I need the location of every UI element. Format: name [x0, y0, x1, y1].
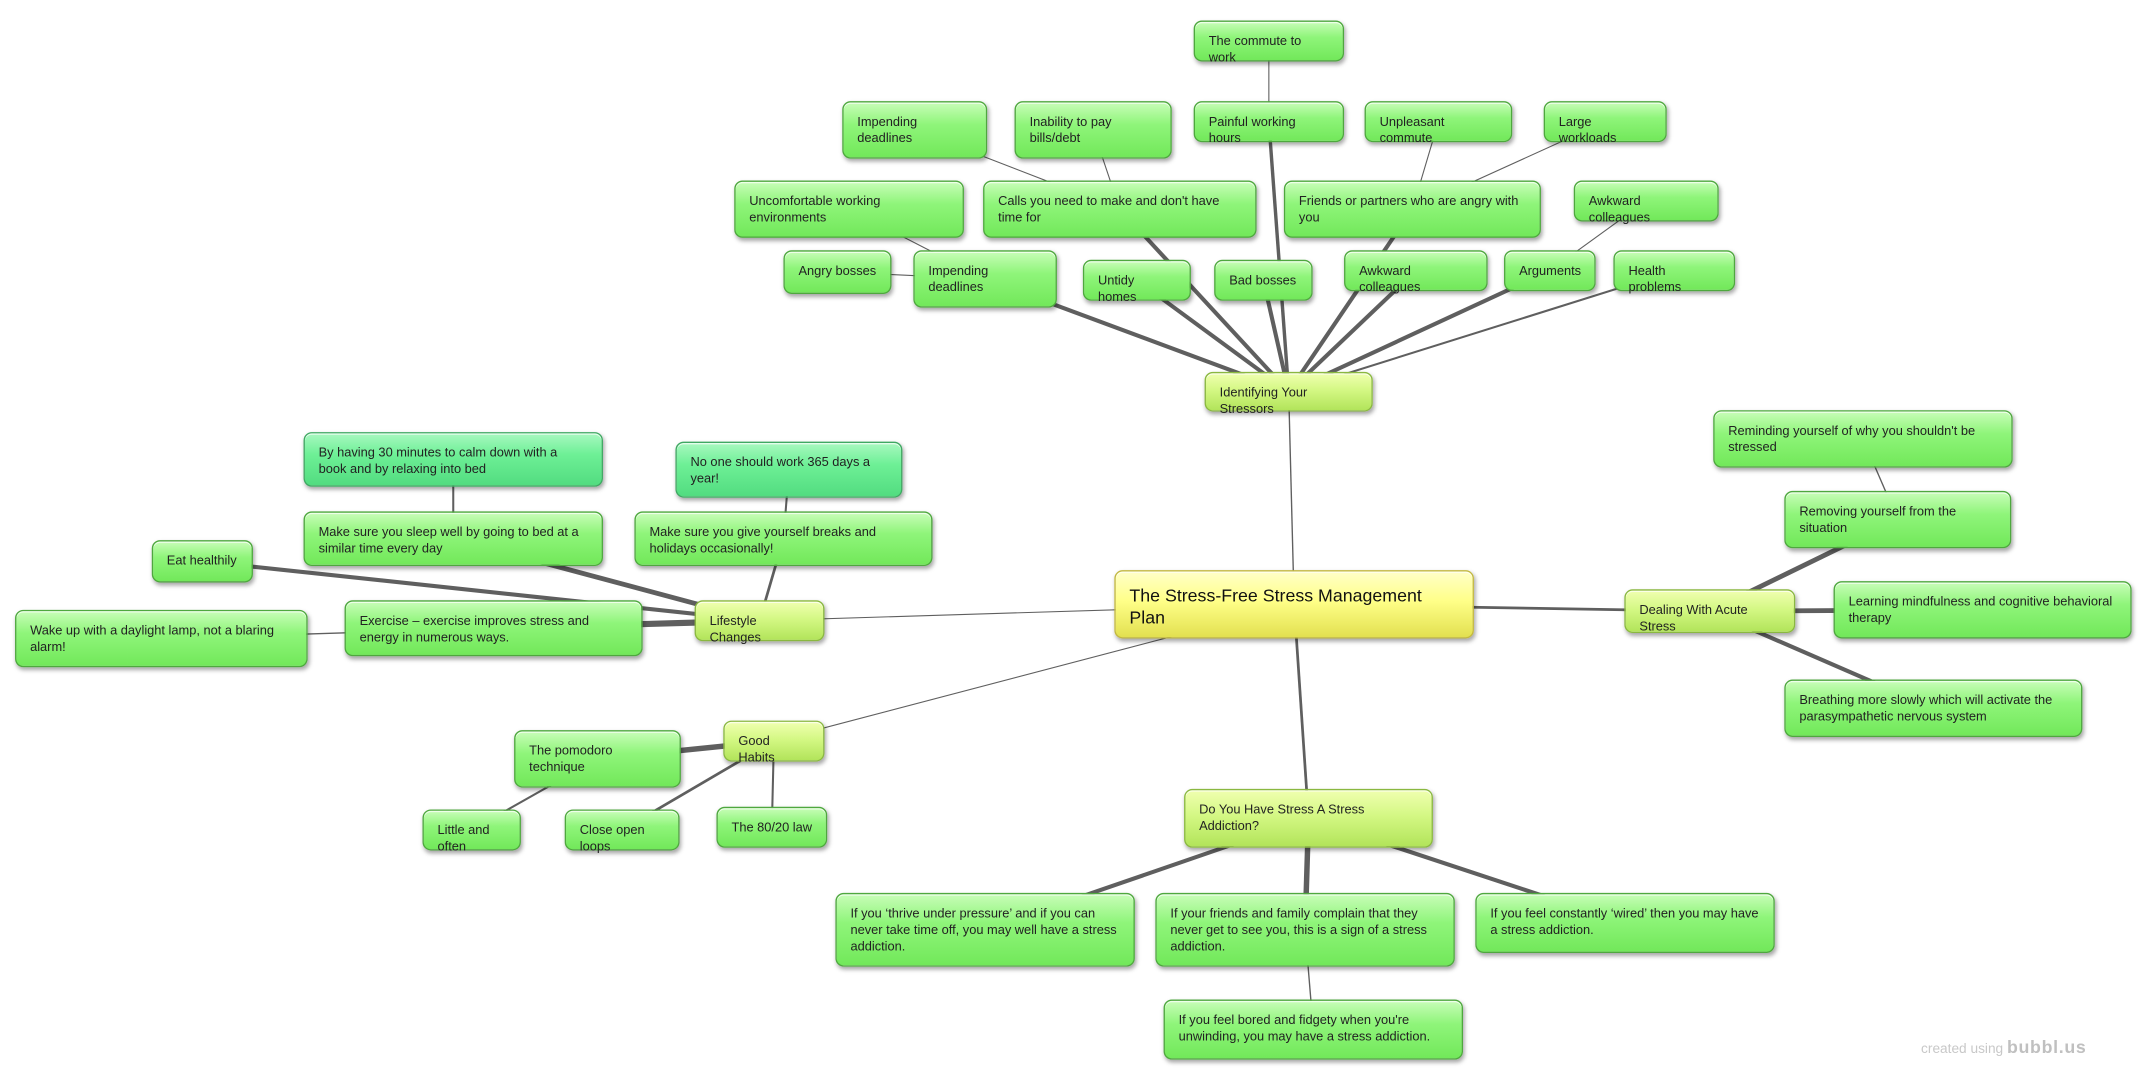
node-label: Awkward colleagues: [1588, 192, 1651, 225]
idea-node-s_arguments[interactable]: Arguments: [1504, 250, 1596, 292]
watermark-brand: bubbl.us: [2006, 1036, 2087, 1057]
idea-node-s_imp2[interactable]: Impending deadlines: [913, 250, 1057, 308]
connector-stressors-s_health: [1288, 269, 1675, 393]
node-label: Painful working hours: [1208, 113, 1296, 145]
watermark-prefix: created using: [1921, 1041, 2004, 1057]
node-label: If your friends and family complain that…: [1170, 905, 1427, 954]
node-label: If you feel constantly ‘wired’ then you …: [1490, 905, 1759, 937]
node-label: Dealing With Acute Stress: [1639, 601, 1748, 634]
node-label: Large workloads: [1558, 113, 1617, 145]
node-label: Identifying Your Stressors: [1219, 384, 1308, 416]
branch-node-stressors[interactable]: Identifying Your Stressors: [1204, 371, 1373, 416]
node-label: Calls you need to make and don't have ti…: [998, 192, 1220, 225]
idea-node-s_friends[interactable]: Friends or partners who are angry with y…: [1283, 180, 1541, 238]
idea-node-d_thrive[interactable]: If you ‘thrive under pressure’ and if yo…: [835, 892, 1135, 967]
idea-node-s_bad[interactable]: Bad bosses: [1214, 259, 1313, 301]
connector-root-stressors: [1287, 391, 1295, 605]
idea-node-s_health[interactable]: Health problems: [1613, 250, 1736, 294]
idea-node-a_remove[interactable]: Removing yourself from the situation: [1784, 490, 2012, 549]
idea-node-s_commute_work[interactable]: The commute to work: [1193, 20, 1345, 65]
node-label: The 80/20 law: [731, 819, 813, 835]
idea-node-l_30min[interactable]: By having 30 minutes to calm down with a…: [303, 432, 603, 487]
node-label: Untidy homes: [1097, 272, 1137, 304]
node-label: Friends or partners who are angry with y…: [1298, 192, 1519, 225]
node-label: Inability to pay bills/debt: [1029, 113, 1112, 145]
connector-root-addiction: [1292, 604, 1310, 819]
idea-node-l_sleep[interactable]: Make sure you sleep well by going to bed…: [303, 511, 603, 567]
branch-node-addiction[interactable]: Do You Have Stress A Stress Addiction?: [1184, 788, 1433, 848]
idea-node-s_awk1[interactable]: Awkward colleagues: [1573, 180, 1719, 225]
connector-stressors-s_arguments: [1287, 268, 1551, 394]
node-label: The commute to work: [1208, 32, 1302, 65]
node-label: Learning mindfulness and cognitive behav…: [1848, 593, 2113, 625]
node-label: If you ‘thrive under pressure’ and if yo…: [850, 905, 1117, 954]
node-label: Wake up with a daylight lamp, not a blar…: [30, 622, 275, 654]
node-label: Angry bosses: [798, 262, 877, 278]
idea-node-l_exercise[interactable]: Exercise – exercise improves stress and …: [344, 600, 643, 657]
idea-node-a_mind[interactable]: Learning mindfulness and cognitive behav…: [1833, 581, 2132, 639]
node-label: Eat healthily: [166, 552, 237, 568]
idea-node-l_365[interactable]: No one should work 365 days a year!: [675, 441, 903, 498]
node-label: Close open loops: [579, 821, 645, 854]
idea-node-s_untidy[interactable]: Untidy homes: [1082, 259, 1191, 304]
connector-stressors-s_friends: [1286, 208, 1415, 393]
node-label: Unpleasant commute: [1379, 113, 1445, 145]
idea-node-d_bored[interactable]: If you feel bored and fidgety when you'r…: [1163, 999, 1464, 1060]
idea-node-a_remind[interactable]: Reminding yourself of why you shouldn't …: [1713, 410, 2013, 468]
idea-node-d_wired[interactable]: If you feel constantly ‘wired’ then you …: [1475, 892, 1775, 954]
branch-node-acute[interactable]: Dealing With Acute Stress: [1624, 589, 1796, 634]
node-label: Impending deadlines: [857, 113, 918, 145]
node-label: Good Habits: [738, 732, 775, 765]
idea-node-a_breath[interactable]: Breathing more slowly which will activat…: [1784, 679, 2083, 737]
idea-node-h_8020[interactable]: The 80/20 law: [716, 806, 828, 848]
connector-stressors-s_calls: [1118, 207, 1291, 394]
idea-node-l_wake[interactable]: Wake up with a daylight lamp, not a blar…: [15, 609, 308, 668]
node-label: The Stress-Free Stress Management Plan: [1129, 585, 1422, 628]
branch-node-lifestyle[interactable]: Lifestyle Changes: [694, 600, 825, 644]
node-label: Uncomfortable working environments: [749, 192, 881, 225]
node-label: Do You Have Stress A Stress Addiction?: [1199, 801, 1365, 833]
node-label: Little and often: [437, 821, 490, 854]
idea-node-d_friends[interactable]: If your friends and family complain that…: [1155, 892, 1455, 967]
idea-node-s_imp1[interactable]: Impending deadlines: [842, 101, 988, 159]
connector-stressors-s_painful: [1267, 121, 1291, 392]
watermark: created using bubbl.us: [1921, 1036, 2086, 1057]
idea-node-s_calls[interactable]: Calls you need to make and don't have ti…: [983, 180, 1257, 238]
node-label: Arguments: [1519, 262, 1582, 278]
idea-node-h_loops[interactable]: Close open loops: [564, 809, 680, 854]
node-label: Impending deadlines: [928, 262, 989, 294]
node-label: Bad bosses: [1229, 272, 1297, 288]
node-label: Lifestyle Changes: [709, 612, 761, 644]
idea-node-l_breaks[interactable]: Make sure you give yourself breaks and h…: [634, 511, 933, 567]
node-label: No one should work 365 days a year!: [690, 453, 871, 486]
idea-node-s_unpleasant[interactable]: Unpleasant commute: [1364, 101, 1513, 145]
central-topic-node[interactable]: The Stress-Free Stress Management Plan: [1114, 570, 1474, 639]
node-label: Breathing more slowly which will activat…: [1799, 691, 2053, 724]
node-label: Exercise – exercise improves stress and …: [359, 612, 590, 644]
idea-node-s_bills[interactable]: Inability to pay bills/debt: [1014, 101, 1172, 159]
idea-node-h_little[interactable]: Little and often: [422, 809, 521, 854]
idea-node-s_awk2[interactable]: Awkward colleagues: [1344, 250, 1488, 294]
node-label: If you feel bored and fidgety when you'r…: [1178, 1011, 1431, 1044]
node-label: Make sure you sleep well by going to bed…: [318, 523, 579, 556]
node-label: Awkward colleagues: [1359, 262, 1421, 294]
idea-node-s_workloads[interactable]: Large workloads: [1543, 101, 1667, 145]
idea-node-h_pomodoro[interactable]: The pomodoro technique: [514, 730, 681, 788]
idea-node-s_uncomf[interactable]: Uncomfortable working environments: [734, 180, 964, 238]
idea-node-l_eat[interactable]: Eat healthily: [151, 540, 253, 583]
branch-node-habits[interactable]: Good Habits: [723, 720, 825, 765]
node-label: The pomodoro technique: [529, 742, 613, 774]
idea-node-s_painful[interactable]: Painful working hours: [1193, 101, 1345, 145]
node-label: Reminding yourself of why you shouldn't …: [1728, 422, 1976, 454]
node-label: Make sure you give yourself breaks and h…: [649, 523, 877, 556]
node-label: By having 30 minutes to calm down with a…: [318, 444, 558, 476]
node-label: Health problems: [1628, 262, 1682, 294]
node-label: Removing yourself from the situation: [1799, 503, 1957, 535]
connector-lifestyle-l_eat: [202, 559, 760, 623]
idea-node-s_angry[interactable]: Angry bosses: [783, 250, 892, 294]
